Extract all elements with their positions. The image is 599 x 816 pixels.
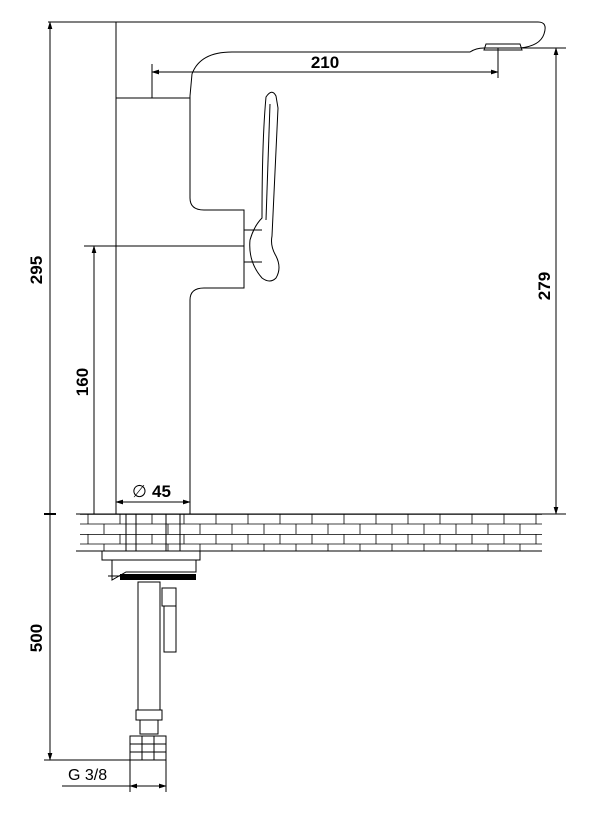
dimension-label-279: 279 xyxy=(535,272,554,300)
lever-handle xyxy=(244,91,280,282)
mounting-assembly xyxy=(101,513,201,581)
dimension-spout-height: 279 xyxy=(500,47,566,515)
countertop xyxy=(76,513,542,552)
dimension-spout-reach: 210 xyxy=(151,48,499,98)
dimension-label-diameter-symbol: ∅ xyxy=(132,482,147,501)
dimension-total-height: 295 xyxy=(27,21,116,515)
flexible-hoses xyxy=(129,581,177,761)
dimension-label-160: 160 xyxy=(73,368,92,396)
dimension-label-210: 210 xyxy=(311,53,339,72)
dimension-base-diameter: ∅ 45 xyxy=(115,482,191,505)
dimension-handle-height: 160 xyxy=(73,245,244,514)
dimension-hose-length: 500 xyxy=(27,514,130,761)
dimension-label-thread: G 3/8 xyxy=(68,767,107,784)
faucet-body xyxy=(115,21,546,514)
dimension-label-45: 45 xyxy=(152,482,171,501)
dimension-thread: G 3/8 xyxy=(62,760,167,792)
dimension-label-295: 295 xyxy=(27,256,46,284)
dimension-label-500: 500 xyxy=(27,624,46,652)
